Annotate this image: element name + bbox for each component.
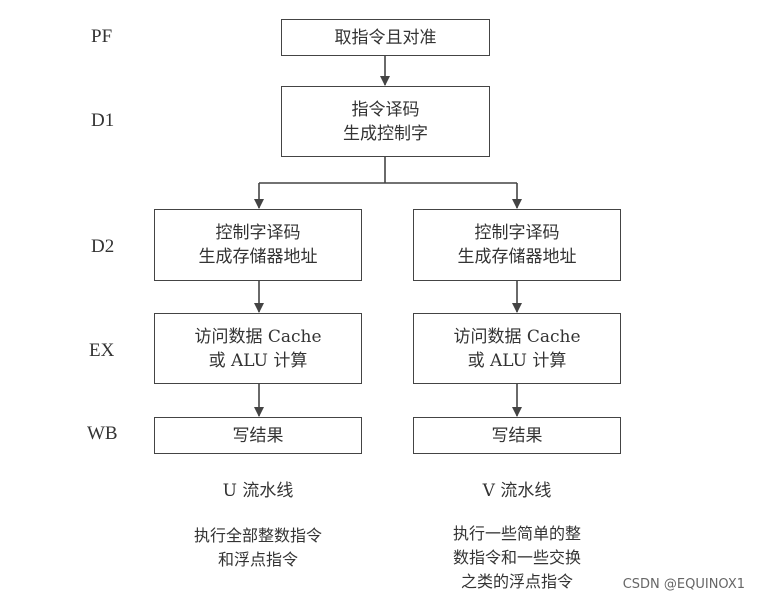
- v-writeback-box: 写结果: [413, 417, 621, 454]
- prefetch-text: 取指令且对准: [334, 27, 437, 48]
- u-decode2-line-1: 控制字译码: [215, 223, 301, 243]
- watermark: CSDN @EQUINOX1: [622, 577, 745, 592]
- decode1-line-2: 生成控制字: [343, 123, 428, 144]
- stage-label-wb: WB: [87, 423, 118, 444]
- u-writeback-text: 写结果: [232, 425, 284, 446]
- v-writeback-text: 写结果: [491, 425, 543, 446]
- v-note-line-3: 之类的浮点指令: [460, 572, 573, 591]
- u-pipeline-title: U 流水线: [222, 481, 294, 501]
- v-note-line-1: 执行一些简单的整: [452, 524, 581, 543]
- u-execute-line-1: 访问数据 Cache: [194, 326, 322, 347]
- v-pipeline-title: V 流水线: [482, 481, 552, 501]
- prefetch-box: 取指令且对准: [281, 19, 490, 56]
- v-decode2-line-2: 生成存储器地址: [457, 247, 577, 267]
- v-execute-line-1: 访问数据 Cache: [453, 326, 581, 347]
- u-note-line-2: 和浮点指令: [217, 550, 298, 569]
- u-decode2-line-2: 生成存储器地址: [198, 247, 318, 267]
- u-execute-box: 访问数据 Cache 或 ALU 计算: [154, 313, 362, 384]
- stage-label-d1: D1: [91, 110, 115, 131]
- u-execute-line-2: 或 ALU 计算: [208, 350, 308, 371]
- v-execute-box: 访问数据 Cache 或 ALU 计算: [413, 313, 621, 384]
- v-pipeline-note: 执行一些简单的整 数指令和一些交换 之类的浮点指令: [413, 522, 621, 594]
- stage-label-pf: PF: [91, 26, 113, 47]
- v-decode2-box: 控制字译码 生成存储器地址: [413, 209, 621, 281]
- v-decode2-line-1: 控制字译码: [474, 223, 560, 243]
- u-pipeline-note: 执行全部整数指令 和浮点指令: [154, 524, 362, 572]
- stage-label-d2: D2: [91, 236, 115, 257]
- decode1-line-1: 指令译码: [351, 99, 420, 120]
- v-note-line-2: 数指令和一些交换: [452, 548, 581, 567]
- v-execute-line-2: 或 ALU 计算: [467, 350, 567, 371]
- u-note-line-1: 执行全部整数指令: [193, 526, 322, 545]
- u-writeback-box: 写结果: [154, 417, 362, 454]
- decode1-box: 指令译码 生成控制字: [281, 86, 490, 157]
- u-decode2-box: 控制字译码 生成存储器地址: [154, 209, 362, 281]
- stage-label-ex: EX: [89, 340, 115, 361]
